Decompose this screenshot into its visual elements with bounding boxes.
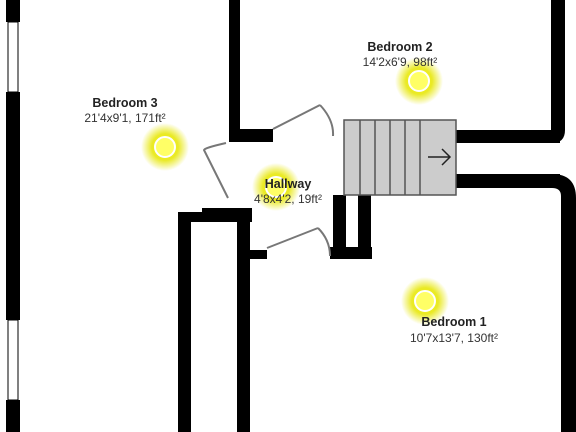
wall-hall-lower-stub	[237, 250, 267, 259]
ceiling-light-icon	[252, 163, 300, 211]
room-label-bedroom-1[interactable]: Bedroom 1	[421, 315, 486, 329]
wall-bedroom1-top	[456, 174, 560, 188]
window-left-upper	[7, 21, 19, 93]
wall-left-middle	[6, 92, 20, 320]
room-label-hallway[interactable]: Hallway	[265, 177, 312, 191]
room-dims-bedroom-2: 14'2x6'9, 98ft²	[363, 55, 438, 69]
room-dims-bedroom-1: 10'7x13'7, 130ft²	[410, 331, 498, 345]
wall-left-upper	[6, 0, 20, 22]
room-dims-bedroom-3: 21'4x9'1, 171ft²	[84, 111, 165, 125]
door-bedroom1-swing	[317, 227, 331, 257]
ceiling-light-icon	[395, 57, 443, 105]
wall-bedroom3-inner	[178, 212, 211, 432]
room-label-bedroom-2[interactable]: Bedroom 2	[367, 40, 432, 54]
window-left-lower	[7, 319, 19, 401]
wall-stair-bottom	[330, 247, 372, 259]
wall-hall-top-stub	[229, 129, 273, 142]
wall-left-lower	[6, 400, 20, 432]
wall-bedroom2-left	[229, 0, 240, 140]
room-dims-hallway: 4'8x4'2, 19ft²	[254, 192, 322, 206]
door-bedroom1-leaf	[266, 227, 319, 249]
door-bedroom2-swing	[319, 104, 335, 137]
lights	[141, 57, 449, 325]
wall-stair-right	[358, 195, 371, 255]
wall-stair-left	[333, 195, 346, 255]
stairs-arrow-icon	[428, 148, 452, 166]
wall-bedroom2-bottom	[456, 130, 560, 143]
ceiling-light-icon	[141, 123, 189, 171]
wall-bedroom1-corner	[548, 174, 576, 432]
room-labels: Bedroom 2 14'2x6'9, 98ft² Bedroom 3 21'4…	[84, 40, 498, 345]
door-bedroom3-swing	[202, 142, 229, 199]
wall-bedroom2-corner	[548, 0, 565, 143]
doors	[202, 104, 335, 257]
ceiling-light-icon	[401, 277, 449, 325]
door-bedroom2-leaf	[272, 104, 321, 130]
wall-bedroom1-left	[237, 212, 250, 432]
room-label-bedroom-3[interactable]: Bedroom 3	[92, 96, 157, 110]
stairs	[343, 119, 457, 196]
walls	[6, 0, 576, 432]
